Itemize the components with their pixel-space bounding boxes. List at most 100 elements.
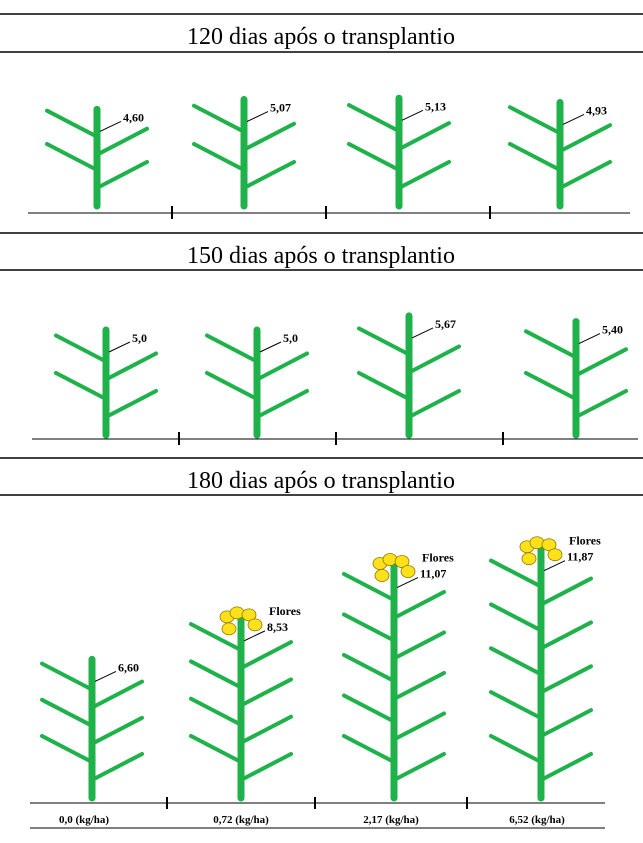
panel-3-title: 180 dias após o transplantio xyxy=(187,468,455,494)
plant-branch xyxy=(397,121,451,152)
plant-branch xyxy=(489,646,543,677)
plant-branch xyxy=(239,640,293,671)
plant-branch xyxy=(255,351,309,382)
plant-branch xyxy=(392,711,446,742)
dose-label: 6,52 (kg/ha) xyxy=(509,814,565,826)
plant-branch xyxy=(90,752,144,782)
plant-branch xyxy=(574,389,628,419)
plant-height-label: 6,60 xyxy=(118,660,139,674)
plant-branch xyxy=(558,160,612,190)
plant-branch xyxy=(90,679,144,710)
flower-blossom xyxy=(529,536,545,550)
plant-branch xyxy=(205,333,259,364)
flower-label: Flores xyxy=(569,534,601,548)
plant-branch xyxy=(392,752,446,782)
plant-branch xyxy=(539,664,593,695)
flower-blossom xyxy=(247,618,263,632)
plant-branch xyxy=(192,142,246,172)
plant-branch xyxy=(357,371,411,401)
flower-blossom xyxy=(394,555,410,568)
dose-label: 0,0 (kg/ha) xyxy=(59,814,109,826)
flower-blossom xyxy=(229,606,245,620)
flower-blossom xyxy=(374,569,390,582)
plant-branch xyxy=(397,160,451,190)
flower-blossom xyxy=(541,538,557,552)
plant-branch xyxy=(189,734,243,764)
plant-branch xyxy=(242,160,296,190)
plant-branch xyxy=(239,752,293,782)
plant-branch xyxy=(54,371,108,401)
plant-branch xyxy=(508,142,562,172)
plant-branch xyxy=(189,696,243,727)
value-leader xyxy=(396,577,419,588)
value-leader xyxy=(246,111,269,122)
plant-height-label: 11,07 xyxy=(420,567,446,581)
plant-branch xyxy=(239,677,293,708)
plant-branch xyxy=(95,126,149,157)
plant-height-label: 5,0 xyxy=(132,331,147,345)
value-leader xyxy=(94,670,117,682)
plant-height-label: 5,67 xyxy=(435,317,456,331)
dose-label: 0,72 (kg/ha) xyxy=(213,814,269,826)
plant-branch xyxy=(104,351,158,382)
plant-branch xyxy=(347,103,401,134)
plant-branch xyxy=(392,630,446,661)
flower-blossom xyxy=(547,548,563,562)
plant-branch xyxy=(342,572,396,603)
value-leader xyxy=(108,341,131,353)
plant-branch xyxy=(192,103,246,134)
plant-branch xyxy=(407,389,461,419)
plant-branch xyxy=(189,622,243,653)
plant-height-label: 4,60 xyxy=(123,110,144,124)
value-leader xyxy=(99,120,122,132)
plant-branch xyxy=(205,371,259,401)
plants-layer: 4,60 5,07 5,13 4,93 5,0 5,0 5,67 5,40 6,60 8,53 Fl… xyxy=(40,94,628,802)
value-leader xyxy=(243,630,266,642)
value-leader xyxy=(578,333,601,345)
plant-branch xyxy=(357,326,411,357)
plant-branch xyxy=(539,708,593,739)
value-leader xyxy=(562,114,585,125)
panel-1-title: 120 dias após o transplantio xyxy=(187,24,455,50)
plant-branch xyxy=(239,714,293,745)
value-leader xyxy=(259,341,282,353)
plant-branch xyxy=(508,105,562,136)
plant-height-label: 5,0 xyxy=(283,331,298,345)
plant-height-label: 5,13 xyxy=(425,99,446,113)
flower-blossom xyxy=(221,622,237,636)
plant-branch xyxy=(574,347,628,378)
plant-height-label: 8,53 xyxy=(267,620,288,634)
plant-branch xyxy=(342,693,396,724)
flower-blossom xyxy=(521,552,537,566)
value-leader xyxy=(411,327,434,339)
plant-branch xyxy=(242,121,296,152)
plant-branch xyxy=(45,142,99,172)
plant-height-label: 5,40 xyxy=(602,323,623,337)
plant-branch xyxy=(342,653,396,684)
plant-branch xyxy=(104,389,158,419)
plant-branch xyxy=(347,142,401,172)
value-leader xyxy=(401,109,424,121)
plant-branch xyxy=(54,333,108,364)
plant-height-label: 4,93 xyxy=(586,103,607,117)
flower-blossom xyxy=(241,608,257,622)
plant-branch xyxy=(489,690,543,721)
plant-branch xyxy=(524,329,578,360)
plant-branch xyxy=(407,344,461,375)
flower-label: Flores xyxy=(269,604,301,618)
value-leader xyxy=(543,560,566,572)
plant-branch xyxy=(342,612,396,643)
plant-height-label: 5,07 xyxy=(270,101,291,115)
plant-branch xyxy=(489,558,543,589)
plant-branch xyxy=(489,734,543,764)
plant-branch xyxy=(189,659,243,690)
panel-2-title: 150 dias após o transplantio xyxy=(187,243,455,269)
plant-branch xyxy=(255,389,309,419)
flower-blossom xyxy=(400,565,416,578)
plant-branch xyxy=(489,602,543,633)
plant-branch xyxy=(539,752,593,782)
plant-branch xyxy=(558,123,612,154)
plant-branch xyxy=(524,371,578,401)
plant-branch xyxy=(392,590,446,621)
